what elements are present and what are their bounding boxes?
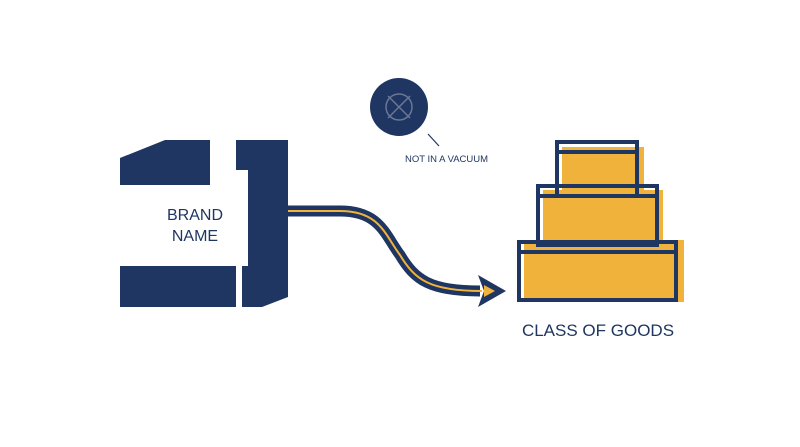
arrow-body (288, 211, 480, 291)
brand-bottom-left (120, 266, 236, 307)
goods-stack: CLASS OF GOODS (519, 142, 684, 340)
brand-top-left-tab (120, 158, 165, 185)
brand-label-line2: NAME (172, 228, 218, 245)
brand-label-line1: BRAND (167, 207, 223, 224)
curved-arrow (288, 211, 506, 307)
vacuum-label: NOT IN A VACUUM (405, 154, 488, 165)
brand-bottom-gap (236, 266, 242, 307)
brand-label-panel (120, 185, 236, 266)
brand-top-left-slant (120, 140, 165, 158)
arrow-center-line (288, 211, 482, 291)
box-bottom-shadow (524, 240, 684, 302)
vacuum-group: NOT IN A VACUUM (370, 78, 488, 165)
brand-block: BRAND NAME (120, 140, 288, 307)
vacuum-pointer-line (428, 134, 439, 146)
brand-notch (236, 170, 248, 266)
box-top-shadow (562, 147, 644, 197)
box-middle-shadow (543, 190, 663, 248)
goods-label: CLASS OF GOODS (522, 321, 674, 340)
